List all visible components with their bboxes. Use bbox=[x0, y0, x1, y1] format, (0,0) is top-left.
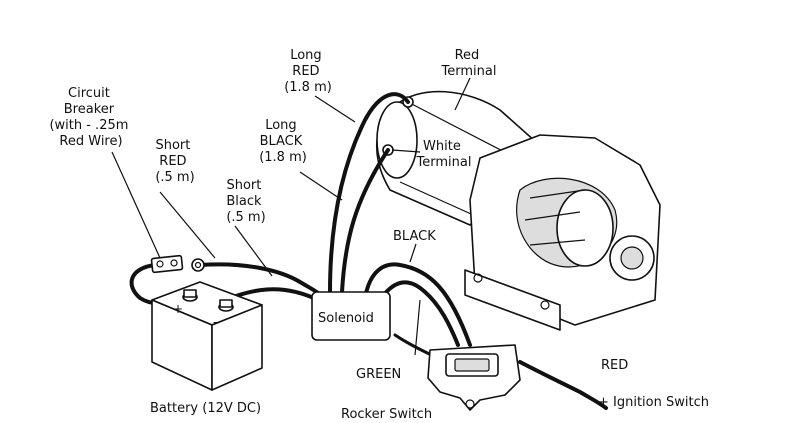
long-black-wire bbox=[340, 148, 390, 294]
rocker-switch bbox=[427, 344, 521, 411]
circuit-breaker-label: Circuit Breaker (with - .25m Red Wire) bbox=[49, 86, 132, 149]
winch-drum-end bbox=[556, 189, 614, 267]
red-ignition-wire bbox=[518, 360, 608, 410]
battery-side bbox=[211, 304, 263, 391]
battery-label: Battery (12V DC) bbox=[150, 401, 261, 416]
solenoid-label: Solenoid bbox=[318, 311, 374, 326]
winch-motor-endcap bbox=[376, 101, 418, 179]
long-black-label: Long BLACK (1.8 m) bbox=[259, 118, 307, 165]
red-wire-label: RED bbox=[601, 358, 628, 373]
long-red-wire bbox=[328, 92, 410, 294]
battery: + - bbox=[151, 281, 263, 391]
long-red-label: Long RED (1.8 m) bbox=[284, 48, 332, 95]
black-wire-label: BLACK bbox=[393, 229, 436, 244]
circuit-breaker bbox=[150, 254, 205, 274]
solenoid-box bbox=[311, 291, 391, 341]
leader-lines bbox=[111, 77, 471, 356]
winch-mount-foot bbox=[464, 269, 561, 331]
black-control-wire bbox=[363, 262, 472, 347]
ignition-switch-label: + Ignition Switch bbox=[598, 395, 709, 410]
white-terminal-label: White Terminal bbox=[416, 139, 472, 170]
green-wire-label: GREEN bbox=[356, 367, 401, 382]
battery-positive-label: + bbox=[173, 302, 183, 316]
green-control-wire bbox=[378, 280, 460, 347]
red-terminal-label: Red Terminal bbox=[441, 48, 497, 79]
labels: Circuit Breaker (with - .25m Red Wire) S… bbox=[49, 48, 709, 422]
battery-negative-label: - bbox=[213, 315, 217, 329]
short-red-label: Short RED (.5 m) bbox=[155, 138, 194, 185]
solenoid: Solenoid bbox=[311, 291, 391, 341]
winch bbox=[375, 90, 661, 331]
rocker-switch-label: Rocker Switch bbox=[341, 407, 432, 422]
short-black-label: Short Black (.5 m) bbox=[226, 178, 265, 225]
